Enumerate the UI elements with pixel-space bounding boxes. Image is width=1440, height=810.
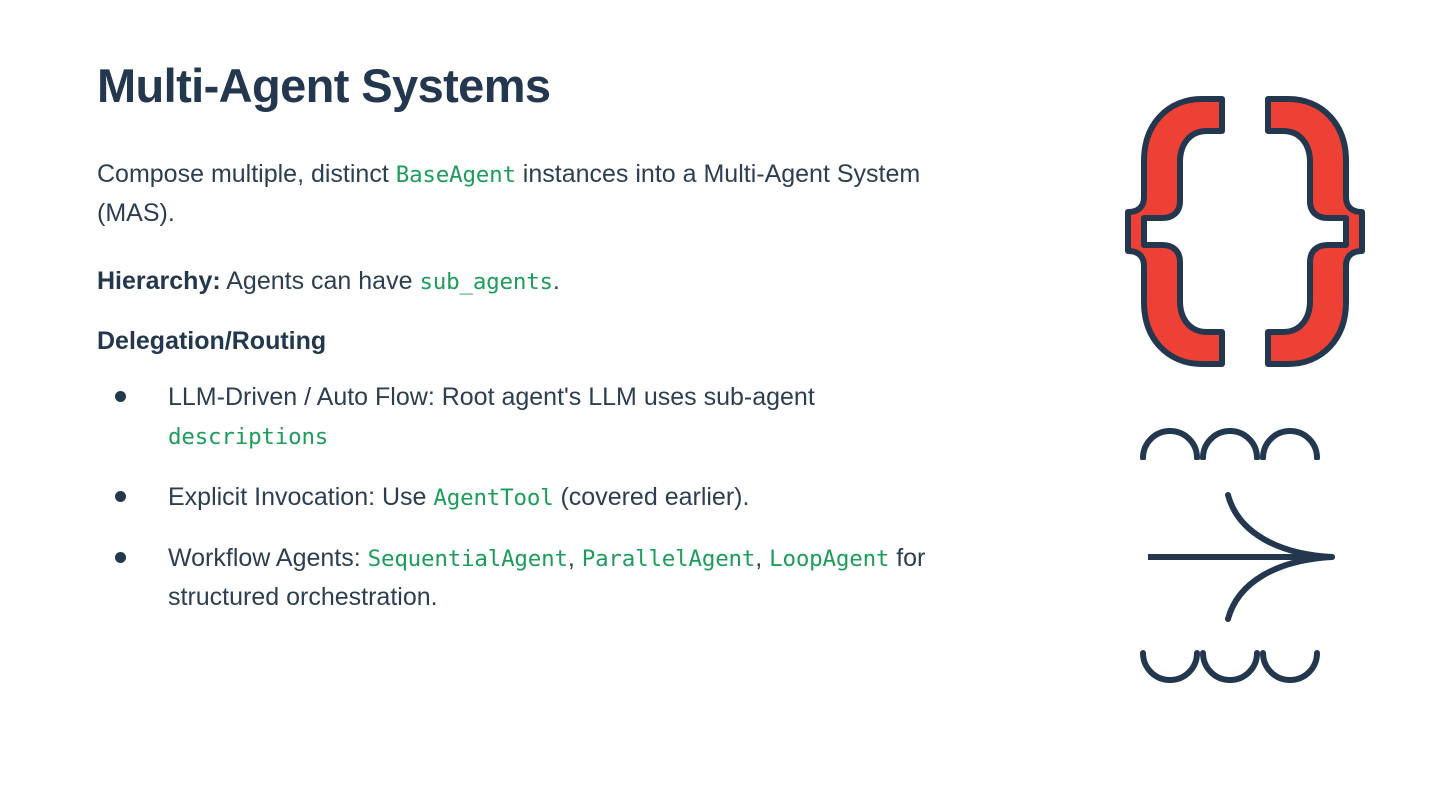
curly-braces-icon — [1125, 96, 1365, 367]
hierarchy-text-2: . — [552, 266, 560, 295]
bullet-3-text-1: Workflow Agents: — [168, 544, 368, 573]
decorative-graphics — [1110, 80, 1390, 720]
code-baseagent: BaseAgent — [395, 161, 516, 188]
delegation-routing-list: LLM-Driven / Auto Flow: Root agent's LLM… — [97, 378, 977, 617]
bullet-3-text-2: , — [567, 544, 582, 573]
bullet-2-text-2: (covered earlier). — [553, 483, 750, 512]
intro-paragraph: Compose multiple, distinct BaseAgent ins… — [97, 155, 967, 234]
code-sub-agents: sub_agents — [419, 268, 553, 295]
bullet-3-text-3: , — [755, 544, 770, 573]
bullet-2-text-1: Explicit Invocation: Use — [168, 483, 434, 512]
code-sequentialagent: SequentialAgent — [367, 546, 568, 573]
list-item: LLM-Driven / Auto Flow: Root agent's LLM… — [97, 378, 977, 456]
section-heading-delegation-routing: Delegation/Routing — [97, 327, 327, 356]
hierarchy-paragraph: Hierarchy: Agents can have sub_agents. — [97, 262, 967, 302]
curved-arrow-right-icon — [1148, 492, 1335, 622]
bullet-3-text-4: for structured orchestration. — [168, 544, 926, 612]
hierarchy-lead-in: Hierarchy: — [97, 266, 221, 295]
list-item: Workflow Agents: SequentialAgent, Parall… — [97, 539, 977, 617]
slide-content: Multi-Agent Systems Compose multiple, di… — [97, 59, 977, 639]
three-arcs-up-icon — [1140, 428, 1320, 460]
bullet-1-text-1: LLM-Driven / Auto Flow: Root agent's LLM… — [168, 383, 815, 412]
bullet-dot-icon — [115, 491, 126, 503]
three-arcs-down-icon — [1140, 650, 1320, 683]
code-agenttool: AgentTool — [433, 485, 554, 512]
intro-text-2: instances into a Multi-Agent System (MAS… — [97, 159, 921, 228]
intro-text-1: Compose multiple, distinct — [97, 159, 396, 188]
code-descriptions: descriptions — [168, 424, 329, 451]
page-title: Multi-Agent Systems — [97, 59, 551, 112]
bullet-dot-icon — [115, 552, 126, 564]
code-parallelagent: ParallelAgent — [581, 546, 756, 573]
code-loopagent: LoopAgent — [769, 546, 890, 573]
hierarchy-text-1: Agents can have — [220, 266, 420, 295]
bullet-dot-icon — [115, 391, 126, 403]
list-item: Explicit Invocation: Use AgentTool (cove… — [97, 478, 977, 517]
